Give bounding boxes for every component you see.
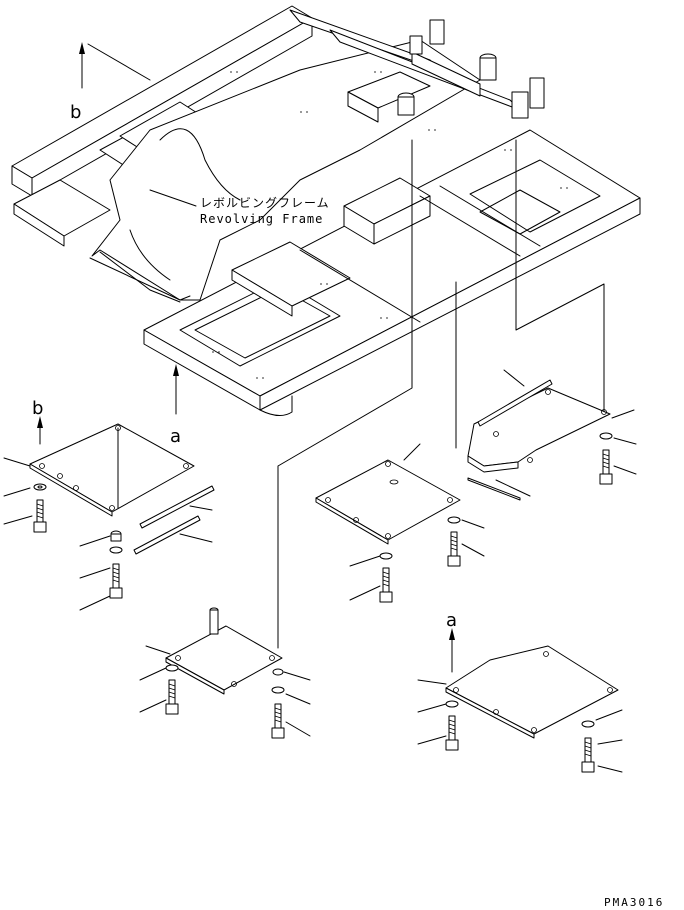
leader-lines [277,139,605,649]
arrow-b-top: b [70,42,151,123]
figure-code: PMA3016 [604,896,664,909]
frame-label-jp: レボルビングフレーム [200,196,330,210]
cover-plate-center [315,443,485,603]
arrow-a-label-cover: a [446,610,457,631]
arrow-b-label-cover: b [32,398,43,419]
frame-label-group: レボルビングフレーム Revolving Frame [149,189,330,226]
frame-label-en: Revolving Frame [200,212,323,226]
cover-plate-lower-left [139,607,311,739]
arrow-a-label-frame: a [170,426,181,447]
cover-plate-a: a [417,610,623,773]
arrow-a-frame: a [170,364,181,447]
cover-plate-right-upper [467,369,637,501]
revolving-frame [11,5,641,416]
arrow-b-label-top: b [70,102,81,123]
cover-plate-b: b [3,398,215,611]
